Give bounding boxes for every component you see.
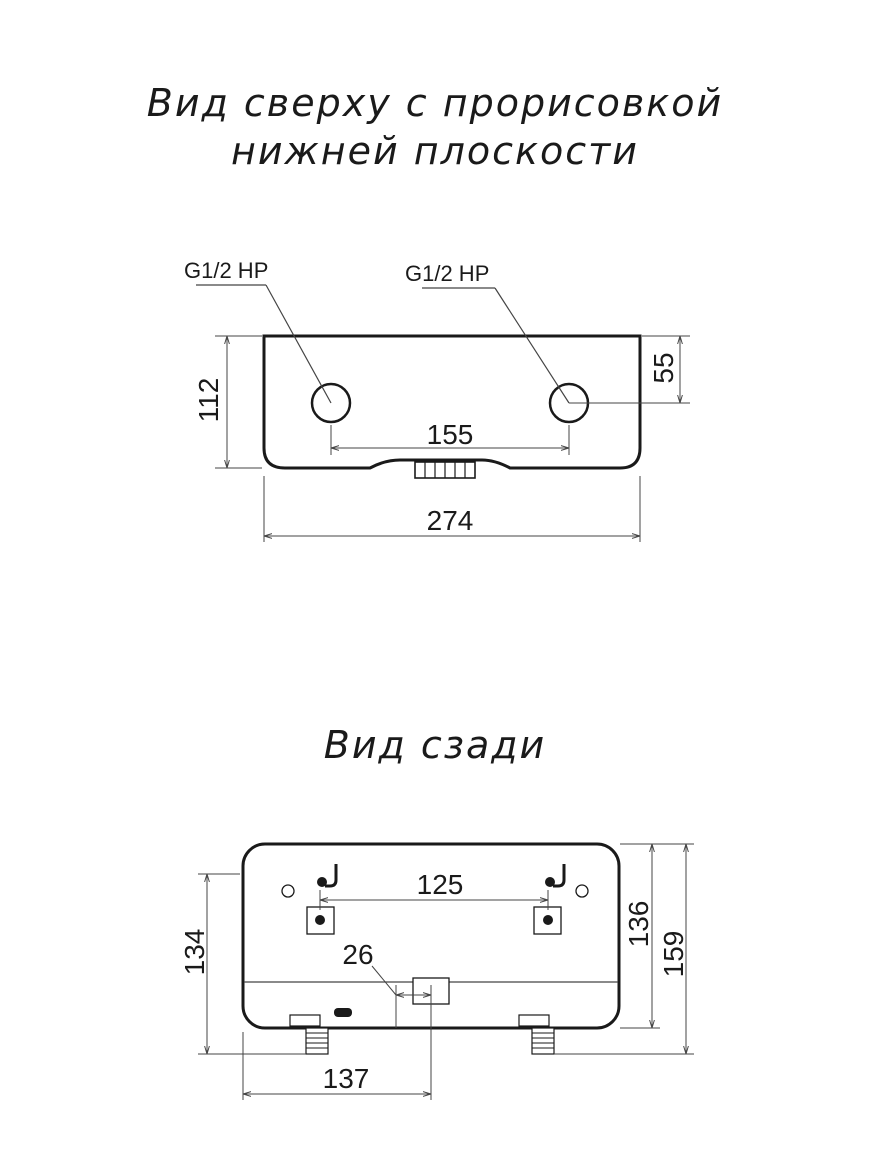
dimension-137-label: 137: [323, 1063, 370, 1094]
dimension-159-label: 159: [658, 931, 689, 978]
dimension-125: [319, 890, 549, 910]
right-pipe-stub: [518, 1014, 555, 1055]
dimension-136-label: 136: [623, 901, 654, 948]
dimension-112-label: 112: [193, 378, 224, 423]
dimension-26: [371, 965, 432, 1100]
dimension-155-label: 155: [427, 419, 474, 450]
dimension-155: [330, 425, 570, 455]
dimension-26-label: 26: [342, 939, 373, 970]
left-pipe-hole: [310, 382, 352, 424]
right-thread-label: G1/2 НР: [405, 261, 489, 286]
right-thread-leader: [422, 287, 570, 404]
top-view-title-line2: нижней плоскости: [231, 128, 639, 173]
top-view-connector: [414, 461, 476, 479]
back-view-slot: [334, 1008, 352, 1017]
dimension-55-label: 55: [648, 352, 679, 383]
dimension-55: [569, 335, 690, 404]
left-pipe-stub: [289, 1014, 329, 1055]
dimension-136: [620, 843, 660, 1029]
right-small-hole: [575, 884, 589, 898]
back-view-title: Вид сзади: [323, 723, 547, 767]
left-square-mount: [306, 906, 335, 935]
top-view-body-outline: [262, 334, 642, 470]
dimension-134-label: 134: [179, 929, 210, 976]
left-mounting-hook: [317, 864, 338, 888]
dimension-274: [263, 476, 641, 542]
top-view-title: Вид сверху с прорисовкой нижней плоскост…: [0, 80, 870, 175]
top-view-title-line1: Вид сверху с прорисовкой: [146, 81, 724, 125]
right-square-mount: [533, 906, 562, 935]
left-thread-label: G1/2 НР: [184, 258, 268, 283]
top-view-drawing: G1/2 НР G1/2 НР 112 55 155 274: [184, 258, 690, 542]
dimension-137: [242, 1032, 431, 1100]
dimension-112: [215, 335, 262, 469]
dimension-134: [198, 873, 306, 1055]
dimension-274-label: 274: [427, 505, 474, 536]
back-view-drawing: 125 134: [179, 842, 694, 1100]
right-mounting-hook: [545, 864, 566, 888]
dimension-159: [554, 843, 694, 1055]
left-thread-leader: [196, 284, 332, 404]
left-small-hole: [281, 884, 295, 898]
dimension-125-label: 125: [417, 869, 464, 900]
